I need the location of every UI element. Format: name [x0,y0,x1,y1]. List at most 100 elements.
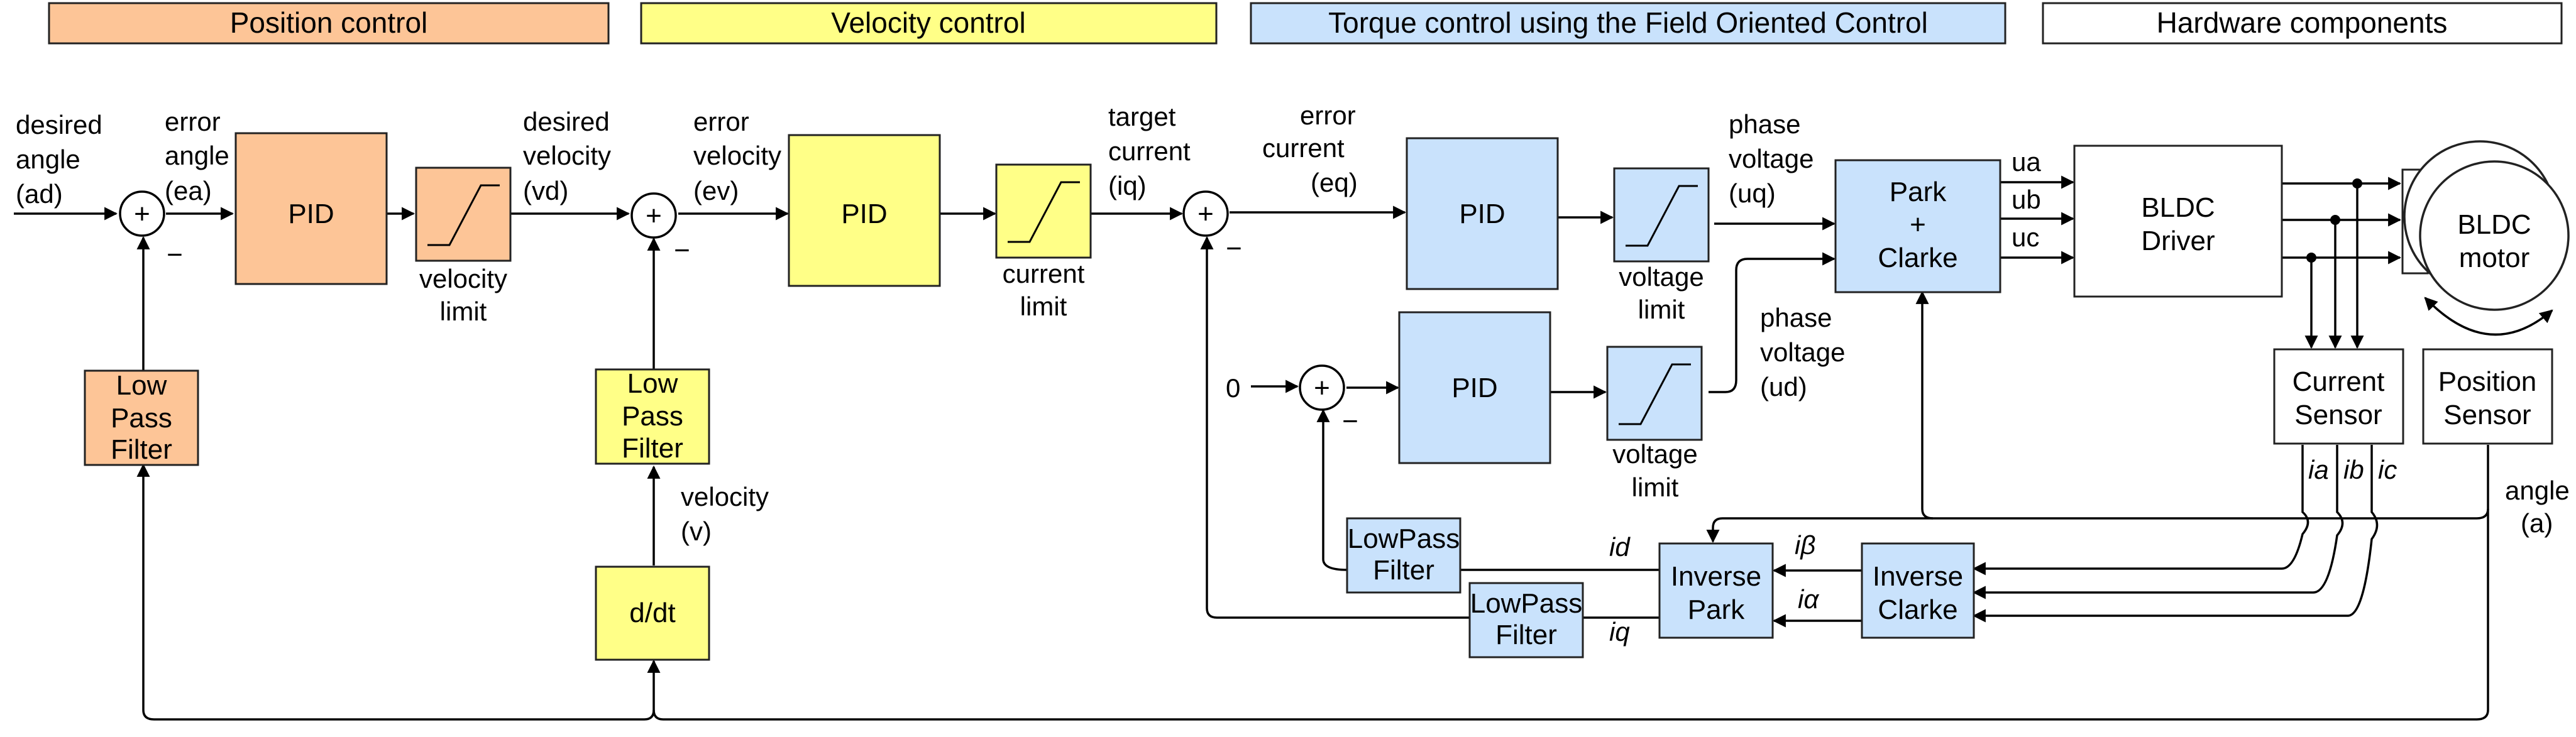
inverse-park-block [1658,542,1774,639]
svg-text:Pass: Pass [111,403,172,434]
svg-text:limit: limit [1632,472,1679,502]
legend: Position control Velocity control Torque… [48,2,2563,45]
current-limit-block [995,163,1092,259]
svg-text:Sensor: Sensor [2443,400,2531,430]
svg-text:Pass: Pass [622,401,683,432]
svg-text:(ev): (ev) [693,176,739,205]
svg-text:voltage: voltage [1619,262,1704,292]
svg-text:ia: ia [2308,455,2329,484]
svg-text:BLDC: BLDC [2457,209,2531,240]
svg-text:−: − [1342,406,1358,437]
position-sensor-block [2422,348,2553,445]
svg-text:(v): (v) [681,516,712,546]
svg-text:−: − [674,235,690,266]
svg-text:limit: limit [440,297,487,326]
svg-text:Filter: Filter [111,434,172,465]
svg-text:PID: PID [1459,199,1505,229]
svg-text:voltage: voltage [1760,337,1845,367]
svg-text:target: target [1108,102,1176,131]
svg-text:velocity: velocity [419,264,507,293]
svg-text:+: + [1910,209,1926,240]
svg-text:(ud): (ud) [1760,372,1807,401]
svg-text:(ea): (ea) [165,176,212,205]
svg-text:Park: Park [1688,594,1745,625]
svg-text:PID: PID [288,199,334,229]
svg-text:LowPass: LowPass [1470,588,1583,619]
svg-text:current: current [1262,133,1345,163]
sum-junction-current-d [1299,364,1345,411]
svg-text:+: + [1197,199,1214,229]
svg-text:Clarke: Clarke [1878,243,1957,273]
low-pass-filter-velocity [595,368,710,465]
voltage-limit-d [1606,346,1703,441]
svg-text:Current: Current [2293,366,2385,397]
pid-block-q [1406,137,1559,290]
svg-text:LowPass: LowPass [1348,523,1460,554]
low-pass-filter-position [84,369,199,466]
svg-text:(a): (a) [2521,508,2553,538]
ddt-block [595,565,710,661]
svg-text:−: − [1226,233,1242,264]
svg-text:ub: ub [2012,185,2041,214]
svg-text:current: current [1108,136,1191,166]
signal-wires [14,175,2553,721]
svg-text:velocity: velocity [681,482,769,511]
voltage-limit-q [1613,167,1710,263]
svg-text:(uq): (uq) [1729,178,1776,208]
svg-text:id: id [1609,532,1631,562]
position-control-blocks: PID Low Pass Filter [84,132,512,466]
svg-text:+: + [1314,373,1330,403]
svg-text:+: + [646,200,662,231]
svg-text:iq: iq [1609,617,1630,647]
velocity-limit-block [415,167,512,262]
current-sensor-block [2273,348,2404,445]
svg-text:Filter: Filter [622,433,683,464]
bldc-motor: BLDC motor [2401,140,2570,311]
svg-text:(ad): (ad) [16,179,63,209]
sum-junction-velocity [630,192,677,239]
pid-block-velocity [788,134,941,287]
svg-text:Low: Low [627,368,678,399]
svg-text:angle: angle [165,141,229,170]
svg-text:PID: PID [841,199,887,229]
legend-hardware-swatch [2042,2,2563,45]
legend-position-swatch [48,2,610,45]
svg-text:desired: desired [523,107,610,136]
park-clarke-block [1834,159,2001,293]
sum-junction-angle [119,190,165,237]
legend-torque-swatch [1250,2,2006,45]
svg-text:ic: ic [2378,455,2397,484]
svg-text:d/dt: d/dt [629,598,675,628]
svg-text:+: + [134,199,150,229]
svg-text:(vd): (vd) [523,176,568,205]
svg-text:Park: Park [1890,177,1947,207]
lowpass-filter-d [1346,517,1461,594]
svg-text:ua: ua [2012,147,2041,177]
svg-text:−: − [167,239,183,270]
svg-text:Filter: Filter [1495,620,1557,650]
svg-text:limit: limit [1638,295,1685,324]
svg-text:uc: uc [2012,222,2039,252]
svg-text:PID: PID [1451,373,1497,403]
bldc-driver-block [2073,145,2283,298]
svg-text:limit: limit [1020,292,1067,321]
svg-text:current: current [1003,259,1085,288]
pid-block-d [1398,311,1551,464]
legend-velocity-label: Velocity control [831,6,1025,39]
svg-text:ib: ib [2343,455,2364,484]
svg-text:error: error [693,107,749,136]
svg-text:Sensor: Sensor [2294,400,2382,430]
svg-text:velocity: velocity [523,141,611,170]
svg-text:voltage: voltage [1729,144,1814,173]
legend-position-label: Position control [230,6,428,39]
torque-control-blocks: PID PID Park + Clarke LowPass Filter Low… [1346,137,2001,658]
svg-text:Inverse: Inverse [1671,561,1761,592]
svg-text:desired: desired [16,110,102,139]
sum-junctions: + − + − + − + − [119,190,1358,437]
svg-text:error: error [165,107,221,136]
pid-block-position [234,132,388,285]
sum-junction-current-q [1182,190,1229,237]
svg-text:phase: phase [1729,109,1800,139]
